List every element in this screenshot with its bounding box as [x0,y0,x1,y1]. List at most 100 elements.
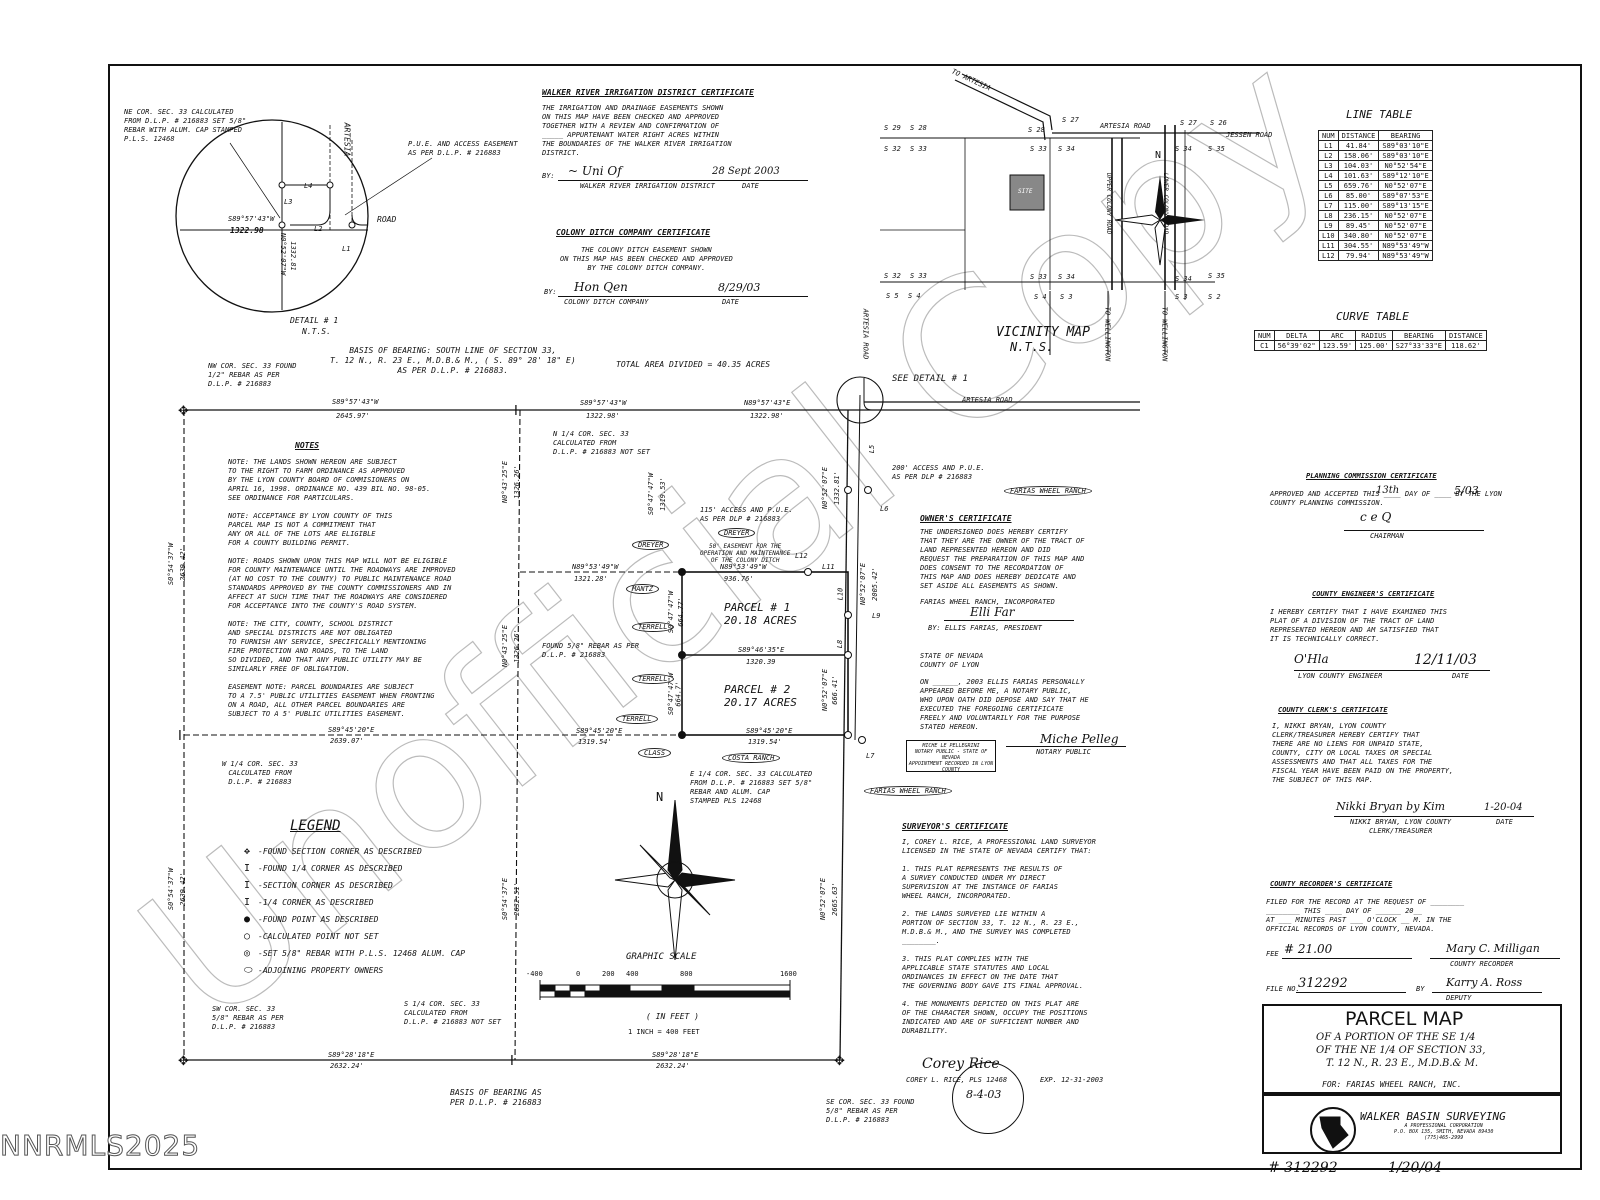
sw-corner-note: SW COR. SEC. 33 5/8" REBAR AS PER D.L.P.… [212,1005,284,1031]
legend-title: LEGEND [290,818,341,834]
vicinity-s33c: S 33 [910,272,927,280]
line-table-cell: L10 [1318,230,1339,241]
adjoining-owner-farias-2: FARIAS WHEEL RANCH [864,786,952,796]
adjoining-owner-farias-1: FARIAS WHEEL RANCH [1004,486,1092,496]
clerk-signature-line [1334,816,1534,817]
line-table-cell: L6 [1318,190,1339,201]
line-table-cell: 104.03' [1337,160,1380,171]
east-distance-4: 666.41' [830,675,839,705]
svg-text:✥: ✥ [178,1054,189,1069]
line-table-cell: 236.15' [1337,210,1380,221]
svg-text:I: I [514,404,518,419]
scale-ratio: 1 inch = 400 feet [628,1028,700,1036]
center-bearing-3: S89°45'20"E [746,727,793,735]
firm-sub: A PROFESSIONAL CORPORATION P.O. BOX 135,… [1394,1123,1494,1141]
detail-ne-corner-note: NE COR. SEC. 33 CALCULATED FROM D.L.P. #… [124,108,247,143]
west-distance-1: 2639.42' [178,547,187,581]
clerk-sign-label: NIKKI BRYAN, LYON COUNTY CLERK/TREASURER [1350,818,1452,835]
vicinity-s5: S 5 [886,292,899,300]
detail-l3: L3 [284,198,293,206]
engineer-sign-label: LYON COUNTY ENGINEER [1298,672,1383,680]
center-bearing-1: S89°45'20"E [328,726,375,734]
curve-table-cell: 125.00' [1355,340,1393,351]
line-table-cell: S89°13'15"E [1378,200,1433,211]
adjoining-owner-terrell-2: TERRELL [632,674,674,684]
line-label-l6: L6 [880,505,889,513]
curve-table-header-cell: BEARING [1391,330,1446,341]
notary-body: ON ______, 2003 ELLIS FARIAS PERSONALLY … [920,678,1089,731]
notary-label: NOTARY PUBLIC [1036,748,1091,756]
east-bearing-3: N0°52'07"E [819,877,828,921]
owners-signature: Elli Far [970,605,1015,619]
title-block-for: FOR: FARIAS WHEEL RANCH, INC. [1322,1080,1462,1089]
vicinity-s34b: S 34 [1175,145,1192,153]
walker-date-value: 28 Sept 2003 [712,166,780,177]
curve-table-cell: C1 [1254,340,1275,351]
detail-l2: L2 [314,225,323,233]
line-table-header-cell: NUM [1318,130,1339,141]
detail-l4: L4 [304,182,313,190]
walker-certificate-heading: WALKER RIVER IRRIGATION DISTRICT CERTIFI… [542,88,754,97]
colony-sign-label: COLONY DITCH COMPANY [564,298,649,306]
vicinity-artesia-road: ARTESIA ROAD [1100,122,1151,130]
detail-distance-1: 1322.98 [230,226,264,235]
colony-date-value: 8/29/03 [718,281,761,294]
parcel-west-distance: 1319.53' [658,477,667,511]
owners-signature-line [944,620,1074,621]
detail-distance-2: 1332.81 [288,241,297,271]
parcel-1-north-distance: 936.76' [724,575,754,583]
legend-symbol: ✥ [244,846,251,857]
engineer-certificate-body: I HEREBY CERTIFY THAT I HAVE EXAMINED TH… [1270,608,1448,643]
curve-table-title: CURVE TABLE [1336,310,1409,323]
planning-signature-line [1344,530,1484,531]
parcel-1-north-bearing: N89°53'49"W [720,563,767,571]
legend-symbol: ○ [244,931,251,942]
colony-ditch-easement-note: 50' EASEMENT FOR THE OPERATION AND MAINT… [700,543,791,564]
line-table-cell: 115.00' [1337,200,1380,211]
line-label-l5: L5 [868,444,877,454]
vicinity-s33b: S 33 [1030,145,1047,153]
detail-title: DETAIL # 1 [290,316,339,325]
legend-item-label: -CALCULATED POINT NOT SET [258,932,379,941]
scale-tick-label: 0 [576,970,581,978]
line-label-l10: L10 [836,587,845,601]
legend-item-label: -1/4 CORNER AS DESCRIBED [258,898,374,907]
line-label-l11: L11 [822,563,835,571]
scale-tick-label: 800 [680,970,693,978]
vicinity-s34c: S 34 [1058,273,1075,281]
nnrmls-watermark: NNRMLS2025 [0,1129,201,1163]
north-bearing-2: S89°57'43"W [580,399,627,407]
artesia-road-label: ARTESIA ROAD [962,396,1013,404]
adjoining-owner-terrell-1: TERRELL [632,622,674,632]
owners-company: FARIAS WHEEL RANCH, INCORPORATED [920,598,1055,606]
line-table-cell: 659.76' [1337,180,1380,191]
notary-signature-line [1006,746,1126,747]
scale-tick-label: -400 [526,970,543,978]
vicinity-s26: S 26 [1210,119,1227,127]
line-table-title: LINE TABLE [1346,108,1413,121]
east-distance-1: 1332.81' [832,471,841,505]
legend-item-label: -FOUND SECTION CORNER AS DESCRIBED [258,847,422,856]
legend-item: I-1/4 CORNER AS DESCRIBED [244,897,465,914]
mid-distance-4: 2632.51' [512,882,521,916]
line-table-cell: S89°07'53"E [1378,190,1433,201]
adjoining-owner-mantz: MANTZ [626,584,660,594]
firm-block [1262,1094,1562,1154]
curve-table-cell: 56°39'02" [1273,340,1320,351]
mid-bearing-1: N0°43'25"E [501,460,510,504]
planning-signature: c e Q [1360,510,1392,524]
north-arrow-label: N [656,790,664,804]
recorder-fee-value: # 21.00 [1284,942,1333,956]
svg-text:I: I [178,729,182,744]
west-half-distance: 1321.28' [574,575,608,583]
planning-certificate-heading: PLANNING COMMISSION CERTIFICATE [1306,472,1437,480]
recorder-deputy-name: Karry A. Ross [1446,976,1523,989]
parcel-1-name: PARCEL # 1 [724,601,791,614]
line-table-cell: N0°52'07"E [1378,180,1433,191]
